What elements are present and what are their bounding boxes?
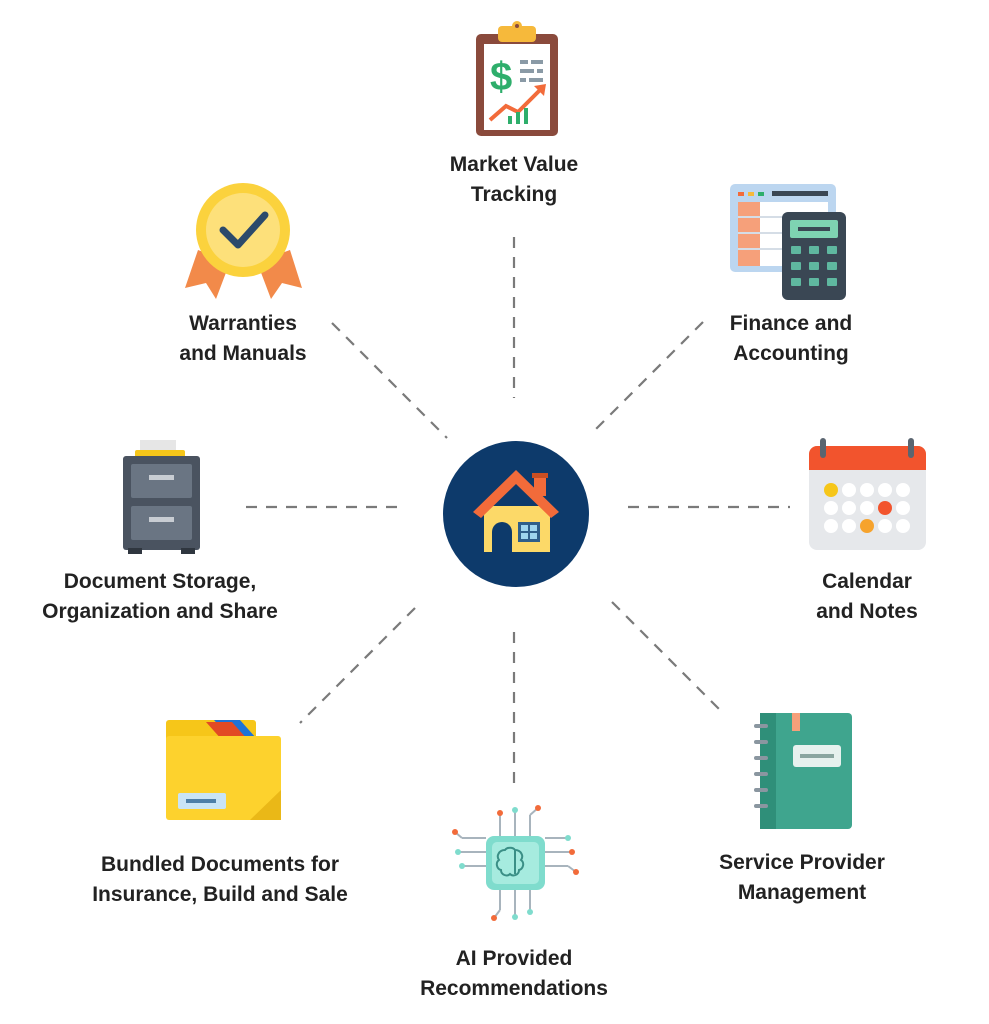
- label-calendar: Calendar and Notes: [767, 567, 967, 627]
- label-line: Tracking: [470, 183, 558, 206]
- label-line: AI Provided: [455, 947, 573, 970]
- label-market: Market Value Tracking: [414, 150, 614, 210]
- label-line: Insurance, Build and Sale: [92, 883, 348, 906]
- label-line: Organization and Share: [42, 600, 278, 623]
- label-line: and Manuals: [179, 342, 307, 365]
- label-line: Recommendations: [420, 977, 608, 1000]
- label-finance: Finance and Accounting: [691, 309, 891, 369]
- connector-warranties: [331, 322, 448, 439]
- label-line: Bundled Documents for: [100, 853, 339, 876]
- label-storage: Document Storage, Organization and Share: [10, 567, 310, 627]
- award-badge-icon: [185, 183, 302, 299]
- label-bundled: Bundled Documents for Insurance, Build a…: [60, 850, 380, 910]
- label-line: Finance and: [729, 312, 853, 335]
- calculator-spreadsheet-icon: [730, 184, 846, 300]
- label-line: Market Value: [449, 153, 579, 176]
- filing-cabinet-icon: [123, 440, 200, 554]
- house-icon: [473, 470, 559, 552]
- connector-lines: [246, 237, 790, 790]
- notebook-icon: [754, 713, 852, 829]
- label-line: Accounting: [733, 342, 849, 365]
- label-warranties: Warranties and Manuals: [143, 309, 343, 369]
- connector-finance: [589, 321, 704, 436]
- clipboard-chart-icon: $: [476, 21, 558, 136]
- center-hub: [443, 441, 589, 587]
- calendar-icon: [809, 438, 926, 550]
- ai-chip-brain-icon: [452, 805, 579, 921]
- label-line: and Notes: [816, 600, 918, 623]
- label-line: Warranties: [189, 312, 297, 335]
- label-line: Management: [737, 881, 867, 904]
- folder-icon: [166, 720, 281, 820]
- label-line: Calendar: [822, 570, 912, 593]
- label-ai: AI Provided Recommendations: [394, 944, 634, 1004]
- connector-bundled: [299, 607, 416, 724]
- connector-service: [611, 601, 726, 716]
- svg-text:$: $: [490, 55, 512, 99]
- label-service: Service Provider Management: [682, 848, 922, 908]
- label-line: Service Provider: [719, 851, 885, 874]
- label-line: Document Storage,: [63, 570, 257, 593]
